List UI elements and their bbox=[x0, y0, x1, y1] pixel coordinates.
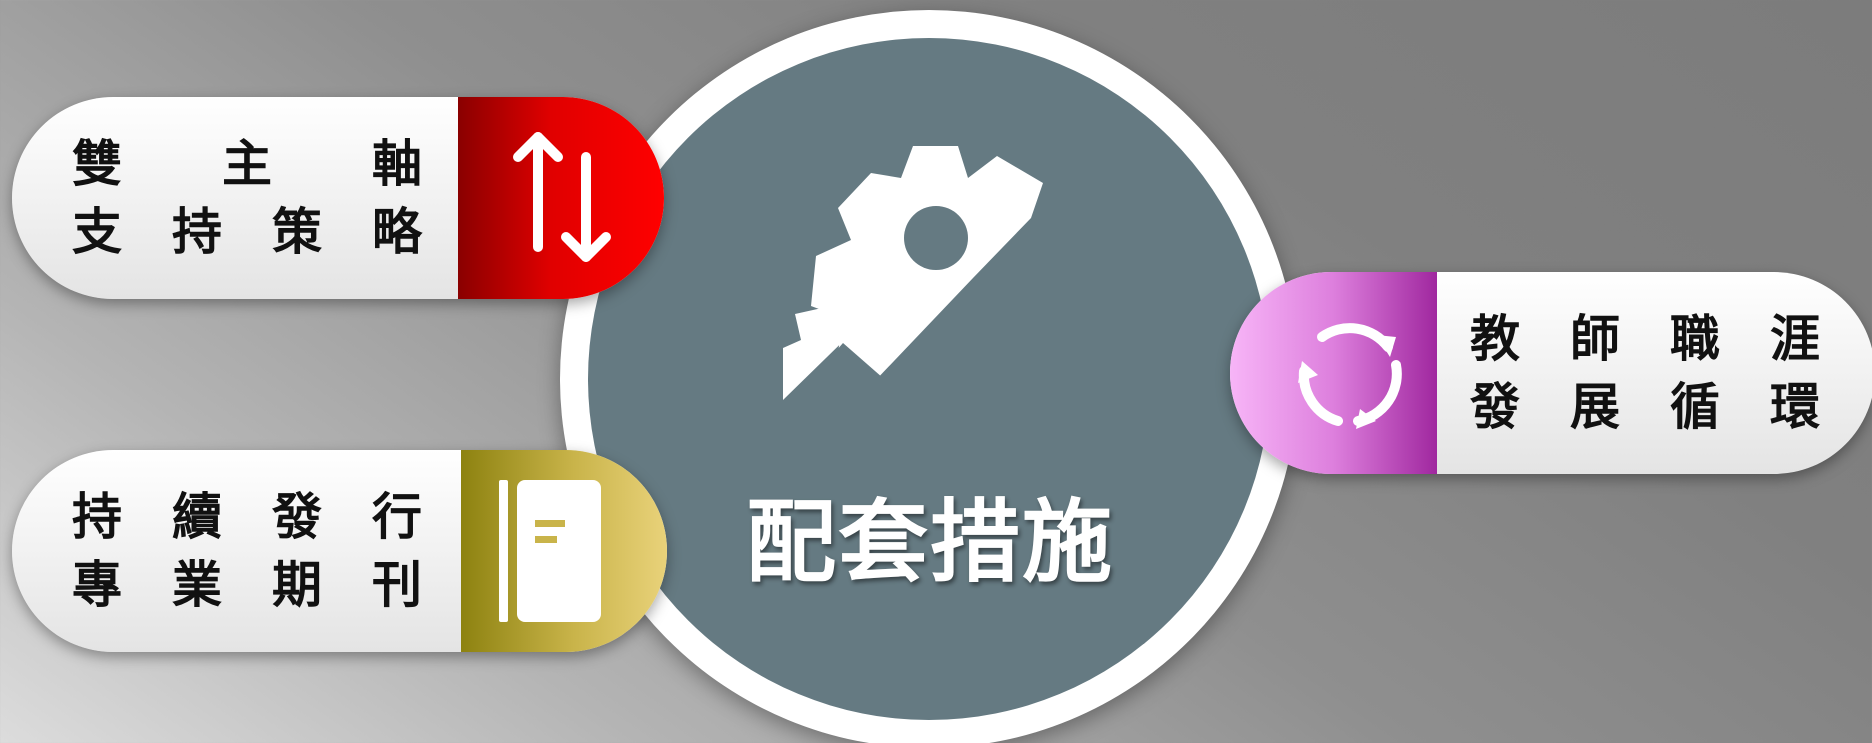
up-down-arrows-icon bbox=[513, 132, 611, 262]
measure-line-2: 專 業 期 刊 bbox=[72, 556, 422, 614]
measure-icon-box bbox=[1230, 272, 1437, 474]
measure-line-2: 支 持 策 略 bbox=[72, 203, 422, 261]
measure-line-2: 發 展 循 環 bbox=[1470, 378, 1820, 436]
measure-dual-axis: 雙 主 軸 支 持 策 略 bbox=[12, 97, 664, 299]
measure-label: 教 師 職 涯 發 展 循 環 bbox=[1470, 272, 1850, 474]
measure-line-1: 雙 主 軸 bbox=[72, 135, 422, 193]
cycle-icon bbox=[1298, 323, 1402, 429]
measure-label: 持 續 發 行 專 業 期 刊 bbox=[72, 450, 442, 652]
measure-line-1: 教 師 職 涯 bbox=[1470, 310, 1820, 368]
measure-journal: 持 續 發 行 專 業 期 刊 bbox=[12, 450, 667, 652]
measure-icon-box bbox=[461, 450, 667, 652]
measure-career-cycle: 教 師 職 涯 發 展 循 環 bbox=[1230, 272, 1872, 474]
gear-icon bbox=[783, 146, 1043, 418]
hub-title: 配套措施 bbox=[746, 490, 1114, 595]
journal-icon bbox=[499, 480, 601, 622]
measure-icon-box bbox=[458, 97, 664, 299]
measure-label: 雙 主 軸 支 持 策 略 bbox=[72, 97, 442, 299]
measure-line-1: 持 續 發 行 bbox=[72, 488, 422, 546]
